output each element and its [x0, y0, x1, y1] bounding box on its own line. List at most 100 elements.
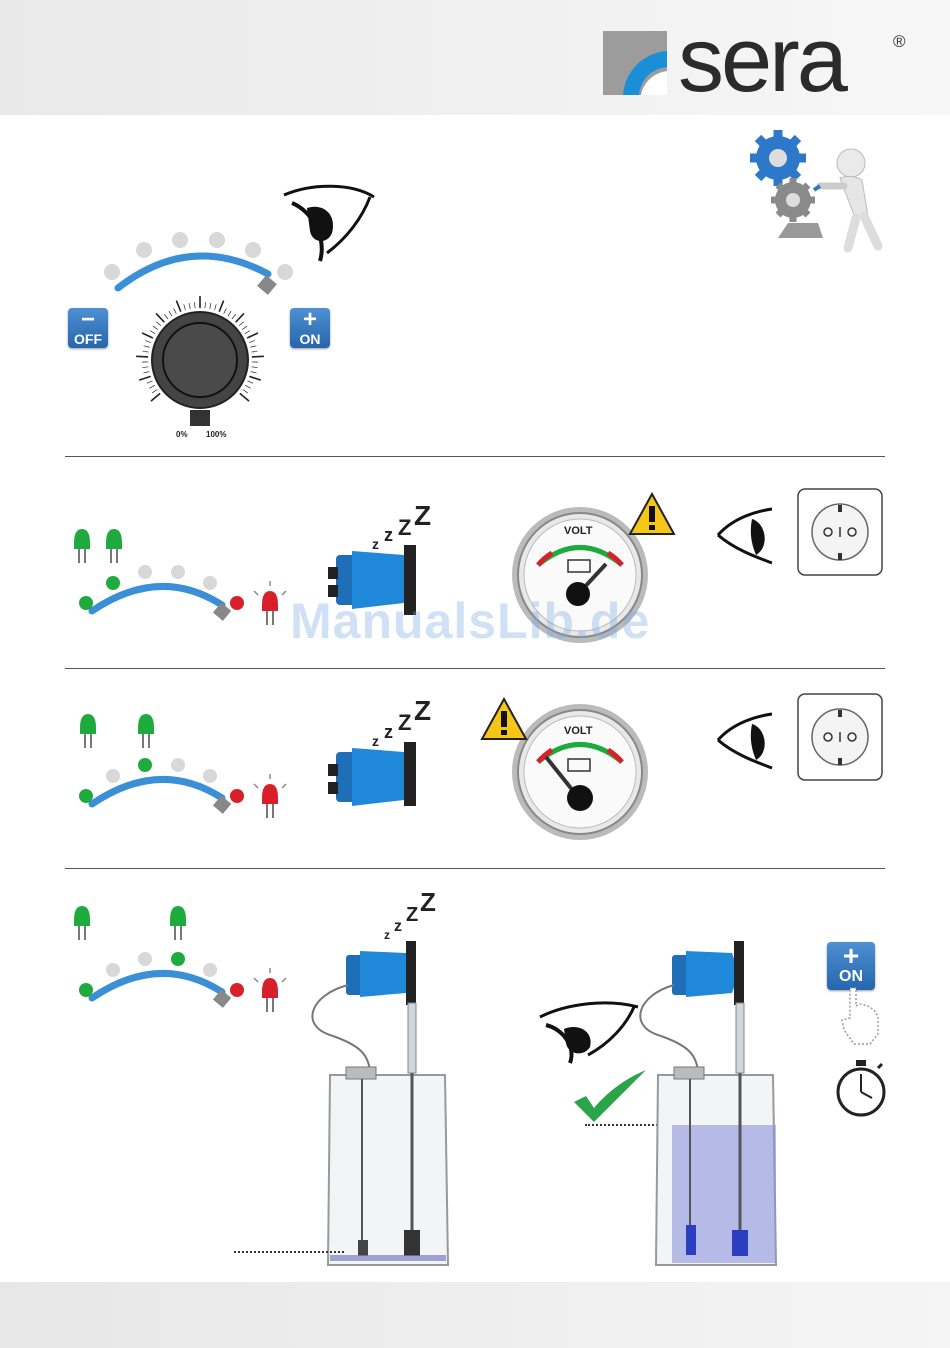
dial-tick [176, 301, 180, 312]
led-indicator [209, 232, 225, 248]
dial-tick [228, 311, 231, 316]
red-led-icon [254, 968, 286, 1012]
level-marker-line [234, 1251, 344, 1254]
dial-tick [252, 367, 258, 368]
green-led-icon [138, 714, 154, 748]
dial-tick [215, 304, 217, 310]
dial-tick [205, 302, 206, 308]
dial-tick [195, 302, 196, 308]
green-led-icon [106, 529, 122, 563]
red-led-icon [254, 774, 286, 818]
volt-gauge: VOLT [480, 697, 660, 847]
off-label: OFF [68, 331, 108, 347]
green-led-icon [74, 906, 90, 940]
dial-tick [210, 303, 211, 309]
svg-text:Z: Z [398, 515, 411, 540]
minus-icon: − [68, 309, 108, 331]
dial-tick [145, 341, 151, 343]
pump-icon [346, 941, 416, 1005]
dial-tick [151, 393, 160, 401]
on-label: ON [290, 331, 330, 347]
watermark: ManualsLib.de [290, 592, 650, 650]
dial-tick [248, 381, 253, 383]
socket-icon [796, 487, 886, 577]
eye-icon [716, 505, 776, 565]
svg-text:z: z [394, 918, 402, 935]
section-divider [65, 668, 885, 669]
eye-icon [716, 710, 776, 770]
dial-tick [250, 346, 256, 347]
dial-tick [142, 367, 148, 368]
off-button[interactable]: − OFF [68, 308, 108, 348]
dial-tick [169, 311, 172, 316]
led-indicator [104, 264, 120, 280]
led-indicator [245, 242, 261, 258]
dial-min-label: 0% [176, 430, 188, 439]
status-arc-2 [70, 710, 310, 830]
green-led-icon [170, 906, 186, 940]
svg-text:Z: Z [420, 887, 436, 917]
dial-tick [251, 372, 257, 373]
dial-tick [142, 333, 153, 338]
svg-text:z: z [384, 928, 390, 942]
svg-text:Z: Z [414, 695, 431, 726]
svg-text:z: z [384, 525, 393, 545]
led-indicator [277, 264, 293, 280]
gauge-label: VOLT [564, 525, 593, 537]
section-divider [65, 456, 885, 457]
warning-icon [630, 494, 674, 534]
status-arc-1 [70, 525, 310, 635]
dial-tick [152, 390, 157, 393]
svg-text:z: z [384, 722, 393, 742]
dial-tick [184, 304, 186, 310]
dial-tick [149, 385, 154, 388]
registered-mark: ® [893, 32, 906, 52]
dial-tick [249, 376, 260, 380]
warning-icon [482, 699, 526, 739]
dial-tick [144, 346, 150, 347]
section-divider [65, 868, 885, 869]
dial-tick [150, 331, 155, 334]
dial-knob[interactable] [135, 292, 265, 432]
dial-tick [139, 376, 150, 380]
dial-tick [243, 390, 248, 393]
dial-tick [247, 333, 258, 338]
gears-figure-icon [748, 128, 893, 258]
dial-tick [143, 372, 149, 373]
dial-tick [224, 308, 227, 313]
dial-tick [252, 356, 264, 357]
dial-tick [232, 314, 236, 319]
on-button[interactable]: + ON [827, 942, 875, 990]
dial-tick [242, 326, 247, 330]
dial-tick [240, 393, 249, 401]
dial-tick [219, 301, 223, 312]
svg-text:Z: Z [406, 904, 418, 926]
dial-tick [164, 314, 168, 319]
dial-tick [153, 326, 158, 330]
page-footer [0, 1282, 950, 1348]
plus-icon: + [827, 943, 875, 969]
dial-max-label: 100% [206, 430, 226, 439]
logo-mark-icon [603, 31, 673, 97]
dial-tick [156, 313, 164, 322]
svg-text:z: z [372, 536, 379, 552]
dial-tick [239, 322, 244, 326]
plus-icon: + [290, 309, 330, 331]
dial-tick [189, 303, 190, 309]
svg-text:Z: Z [414, 500, 431, 531]
green-led-icon [74, 529, 90, 563]
canister-empty: z z Z Z [300, 885, 500, 1275]
dial-tick [136, 356, 148, 357]
pump-icon: z z Z Z [322, 698, 442, 808]
dial-tick [174, 308, 177, 313]
dial-tick [156, 322, 161, 326]
socket-icon [796, 692, 886, 782]
dial-tick [245, 385, 250, 388]
on-label: ON [827, 969, 875, 985]
green-led-icon [80, 714, 96, 748]
dial-tick [147, 381, 152, 383]
on-button[interactable]: + ON [290, 308, 330, 348]
svg-text:Z: Z [398, 710, 411, 735]
led-indicator [136, 242, 152, 258]
hand-pointer-icon [838, 986, 888, 1046]
